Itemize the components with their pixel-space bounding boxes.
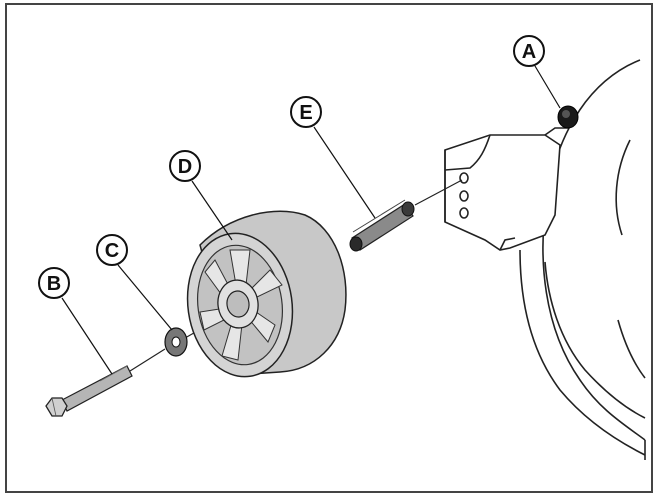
leader-line-a: [534, 65, 561, 109]
callout-e-label: E: [299, 102, 312, 124]
mower-deck: [519, 59, 646, 460]
callout-e: E: [290, 96, 322, 128]
callout-d-label: D: [178, 156, 192, 178]
callout-d: D: [169, 150, 201, 182]
part-e-spacer: [349, 199, 415, 252]
leader-line-d: [191, 180, 233, 241]
assembly-axis-line-3: [129, 348, 166, 372]
callout-b: B: [38, 267, 70, 299]
leader-lines: [61, 65, 561, 375]
part-d-wheel: [186, 210, 347, 378]
part-c-washer: [164, 327, 188, 357]
leader-line-c: [117, 264, 173, 331]
callout-c-label: C: [105, 240, 119, 262]
callout-b-label: B: [47, 273, 61, 295]
leader-line-b: [61, 297, 113, 375]
callout-a-label: A: [522, 41, 536, 63]
part-b-bolt: [45, 365, 133, 417]
leader-line-e: [313, 126, 376, 219]
assembly-axis-line: [414, 179, 463, 206]
deck-bracket: [444, 127, 568, 251]
callout-a: A: [513, 35, 545, 67]
callout-c: C: [96, 234, 128, 266]
part-a-nut: [557, 105, 579, 129]
